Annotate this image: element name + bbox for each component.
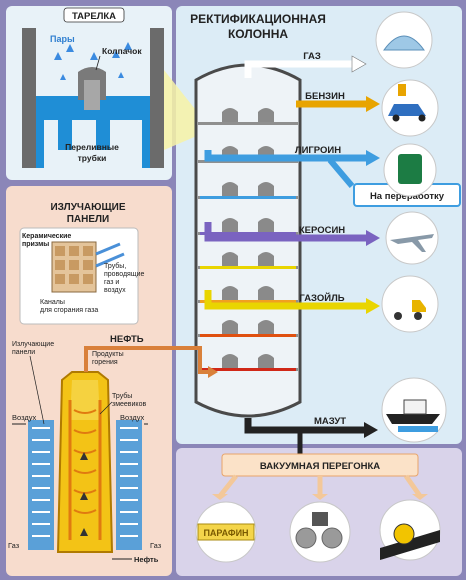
gear-icon xyxy=(296,528,316,548)
furnace-panels-line1: Излучающие xyxy=(12,341,54,348)
gas-left-label: Газ xyxy=(8,541,20,550)
channels-label-line1: Каналы xyxy=(40,299,65,306)
furnace-panels-line2: панели xyxy=(12,349,35,356)
tray-wall-left xyxy=(22,28,36,168)
gas-right-label: Газ xyxy=(150,541,162,550)
panels-title-line2: ПАНЕЛИ xyxy=(67,214,110,225)
oil-can-icon xyxy=(312,512,328,526)
car-wheel-front xyxy=(393,115,400,122)
paraffin-label: ПАРАФИН xyxy=(203,528,248,538)
ceramic-label-line2: призмы xyxy=(22,241,49,248)
products-combustion-line1: Продукты xyxy=(92,351,124,358)
vapors-label: Пары xyxy=(50,34,75,44)
pipes-label-line3: газ и xyxy=(104,279,119,286)
excavator-wheel-2 xyxy=(414,312,422,320)
cap-label: Колпачок xyxy=(102,46,142,56)
ship-cabin-icon xyxy=(404,400,426,414)
overflow-tube-right xyxy=(142,120,150,168)
air-left-label: Воздух xyxy=(12,413,36,422)
overflow-tube-left xyxy=(36,120,44,168)
title-line1: РЕКТИФИКАЦИОННАЯ xyxy=(190,12,326,26)
ship-hull-icon xyxy=(386,414,440,424)
ceramic-prisms xyxy=(55,246,93,284)
product-gas-label: ГАЗ xyxy=(303,51,321,62)
excavator-circle xyxy=(382,276,438,332)
coil-label-line1: Трубы xyxy=(112,392,132,400)
overflow-label-line2: трубки xyxy=(78,153,107,163)
layer-residue xyxy=(200,334,296,337)
barrel-icon xyxy=(398,154,422,184)
overflow-label-line1: Переливные xyxy=(65,142,119,152)
ship-water-icon xyxy=(398,426,438,432)
pipes-label-line1: Трубы, xyxy=(104,262,126,270)
product-ligroin-label: ЛИГРОИН xyxy=(295,145,341,156)
product-kerosene-label: КЕРОСИН xyxy=(299,225,345,236)
tray-wall-right xyxy=(150,28,164,168)
car-wheel-rear xyxy=(419,115,426,122)
cap-riser xyxy=(84,80,100,110)
coil-label-line2: змеевиков xyxy=(112,401,146,408)
pipes-label-line2: проводящие xyxy=(104,271,145,278)
oil-label: НЕФТЬ xyxy=(110,334,144,345)
layer-gasoil xyxy=(200,266,296,269)
gear-icon-2 xyxy=(322,528,342,548)
ceramic-label-line1: Керамические xyxy=(22,233,71,240)
layer-ligroin xyxy=(200,196,296,199)
air-right-label: Воздух xyxy=(120,413,144,422)
excavator-wheel xyxy=(394,312,402,320)
products-combustion-line2: горения xyxy=(92,359,118,366)
pipes-label-line4: воздух xyxy=(104,287,126,294)
product-gasoline-label: БЕНЗИН xyxy=(305,91,345,102)
panels-title-line1: ИЗЛУЧАЮЩИЕ xyxy=(50,202,125,213)
tray-title: ТАРЕЛКА xyxy=(72,11,116,22)
title-line2: КОЛОННА xyxy=(228,27,288,41)
oil-inlet-label: Нефть xyxy=(134,555,159,564)
road-roller-icon xyxy=(394,524,414,544)
product-mazut-label: МАЗУТ xyxy=(314,416,346,427)
fuel-pump-icon xyxy=(398,84,406,96)
vacuum-label: ВАКУУМНАЯ ПЕРЕГОНКА xyxy=(260,461,380,472)
channels-label-line2: для сгорания газа xyxy=(40,307,98,314)
product-gasoil-label: ГАЗОЙЛЬ xyxy=(299,292,344,304)
